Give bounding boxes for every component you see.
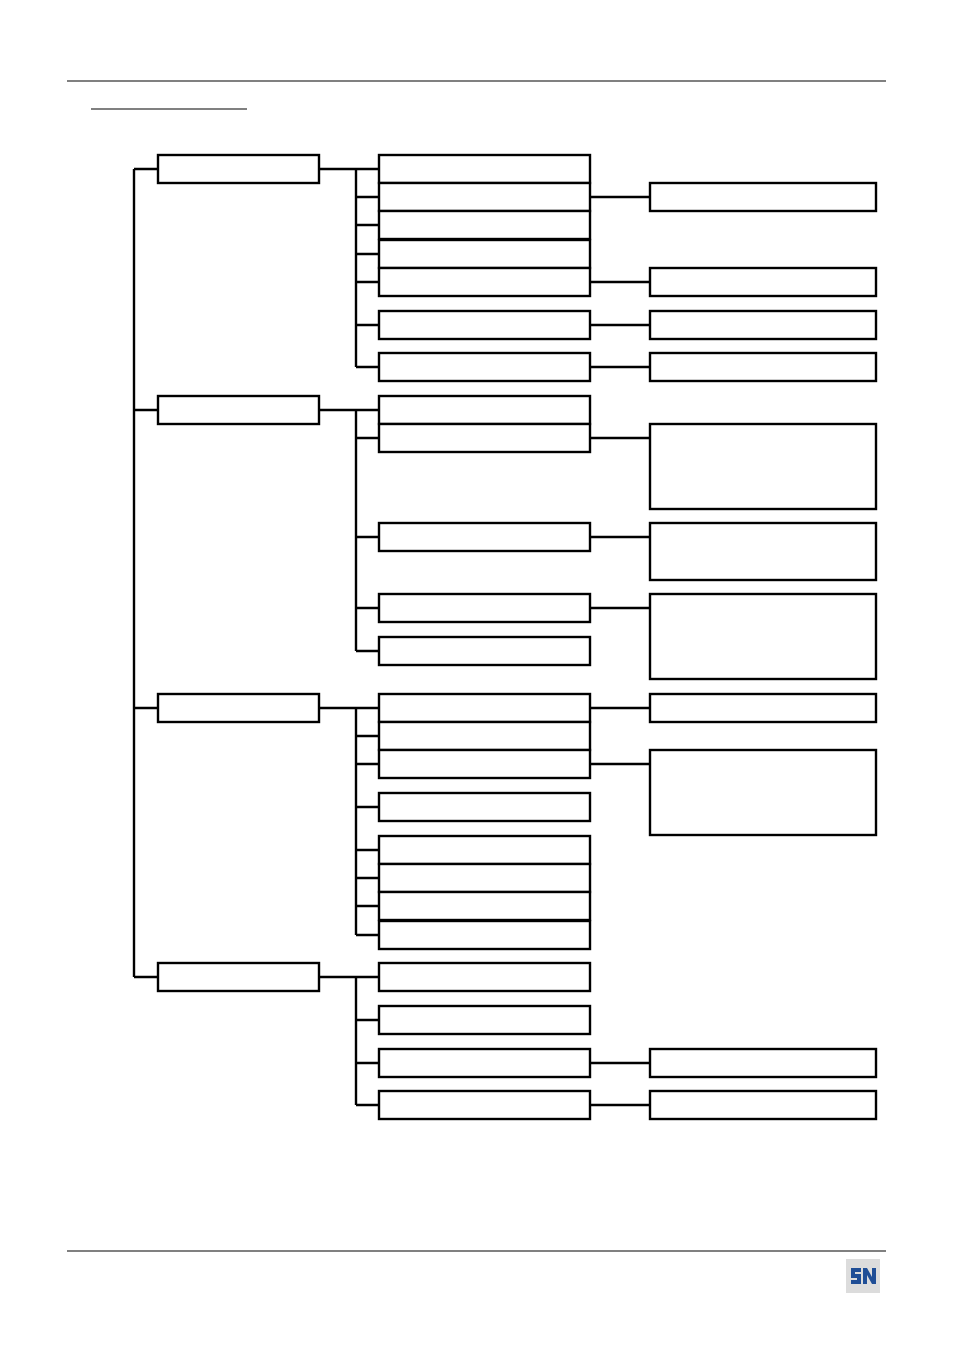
group-1-item-6-box [377,309,592,341]
logo-mark-n [863,1268,876,1284]
group-2-item-2-detail-box [648,422,878,511]
group-1-item-3-box [377,209,592,241]
group-3-item-6-box [377,862,592,894]
tree-connectors [132,167,650,1107]
group-4-item-2-box [377,1004,592,1036]
group-2-item-3-box [377,521,592,553]
group-3-item-8-box [377,919,592,951]
group-2-item-5-box [377,635,592,667]
group-2-item-4-detail-box [648,592,878,681]
group-1-item-1-box [377,153,592,185]
group-3-item-1-box [377,692,592,724]
group-3-item-5-box [377,834,592,866]
group-1-item-2-detail-box [648,181,878,213]
group-1-item-7-box [377,351,592,383]
group-2-item-4-box [377,592,592,624]
group-4-box [156,961,321,993]
group-4-item-3-detail-box [648,1047,878,1079]
group-2-box [156,394,321,426]
group-3-item-2-box [377,720,592,752]
sn-brand-logo [846,1259,880,1293]
group-4-item-4-box [377,1089,592,1121]
group-3-box [156,692,321,724]
group-2-item-3-detail-box [648,521,878,582]
group-3-item-1-detail-box [648,692,878,724]
group-2-item-1-box [377,394,592,426]
group-1-item-5-detail-box [648,266,878,298]
group-1-item-2-box [377,181,592,213]
group-1-item-4-box [377,238,592,270]
group-2-item-2-box [377,422,592,454]
group-1-item-6-detail-box [648,309,878,341]
group-3-item-3-detail-box [648,748,878,837]
group-3-item-3-box [377,748,592,780]
group-1-item-7-detail-box [648,351,878,383]
group-3-item-4-box [377,791,592,823]
group-1-item-5-box [377,266,592,298]
group-4-item-4-detail-box [648,1089,878,1121]
tree-boxes [156,153,878,1121]
group-1-box [156,153,321,185]
group-4-item-1-box [377,961,592,993]
logo-mark-s [851,1268,861,1284]
group-4-item-3-box [377,1047,592,1079]
group-3-item-7-box [377,890,592,922]
